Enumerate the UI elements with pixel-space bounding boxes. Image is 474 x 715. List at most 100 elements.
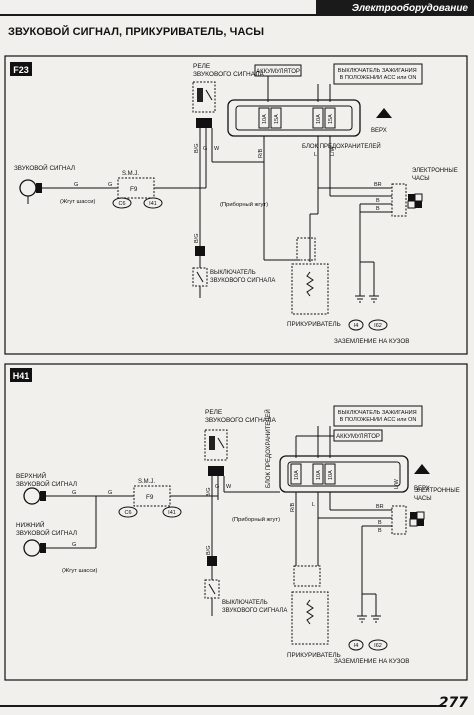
h41-upper-horn-body xyxy=(40,491,46,501)
h41-connector-i41: I41 xyxy=(168,510,176,516)
f23-code-horn-1: G xyxy=(74,182,78,188)
f23-chassis-harness: (Жгут шасси) xyxy=(60,199,95,205)
f23-connector-c6-shape xyxy=(112,197,132,209)
diagram-f23: F23 РЕЛЕ ЗВУКОВОГО СИГНАЛА АККУМУЛЯТОР В… xyxy=(4,55,468,355)
h41-switch-connector xyxy=(207,556,217,566)
h41-connector-i4: I4 xyxy=(354,643,359,649)
h41-relay-contact xyxy=(217,437,225,449)
h41-clock-pin-a xyxy=(410,512,417,519)
f23-connector-c6: C6 xyxy=(118,201,125,207)
h41-fuse-box xyxy=(279,455,409,493)
f23-switch-label-1: ВЫКЛЮЧАТЕЛЬ xyxy=(210,270,256,276)
f23-code-switch-bg: B/G xyxy=(194,234,200,243)
h41-upper-horn-label-2: ЗВУКОВОЙ СИГНАЛ xyxy=(16,479,77,488)
f23-battery-box xyxy=(254,64,302,77)
f23-frame xyxy=(4,55,468,355)
f23-dash-harness: (Приборный жгут) xyxy=(220,201,268,208)
f23-clock-label-1: ЭЛЕКТРОННЫЕ xyxy=(412,168,458,174)
h41-lower-horn-icon xyxy=(23,539,41,557)
h41-up-label: ВЕРХ xyxy=(414,486,430,492)
h41-code-g: G xyxy=(215,484,219,490)
h41-relay-box xyxy=(204,429,228,461)
f23-switch-contact xyxy=(196,271,204,283)
h41-ground-icon-1 xyxy=(357,615,367,623)
f23-relay-box xyxy=(192,81,216,113)
h41-lower-horn-label-1: НИЖНИЙ xyxy=(16,520,45,529)
diagram-h41: H41 РЕЛЕ ЗВУКОВОГО СИГНАЛА ВЫКЛЮЧАТЕЛЬ З… xyxy=(4,363,468,681)
h41-switch-contact xyxy=(208,583,216,595)
h41-horn-switch-label: ВЫКЛЮЧАТЕЛЬ ЗВУКОВОГО СИГНАЛА xyxy=(222,600,287,614)
f23-badge: F23 xyxy=(13,65,29,75)
page-title: ЗВУКОВОЙ СИГНАЛ, ПРИКУРИВАТЕЛЬ, ЧАСЫ xyxy=(8,26,265,38)
section-tab: Электрооборудование xyxy=(316,0,474,16)
f23-ignition-label-2: В ПОЛОЖЕНИИ ACC или ON xyxy=(340,75,417,81)
f23-connector-i62-shape xyxy=(368,319,388,331)
h41-ignition-label-2: В ПОЛОЖЕНИИ ACC или ON xyxy=(340,417,417,423)
h41-code-lw: L/W xyxy=(394,478,400,489)
f23-smj-label: S.M.J. xyxy=(122,171,139,177)
f23-lighter-connector xyxy=(296,237,316,261)
f23-fuse-f9: F9 xyxy=(130,186,138,193)
h41-upper-horn-label-1: ВЕРХНИЙ xyxy=(16,471,47,480)
h41-lower-horn-body xyxy=(40,543,46,553)
f23-fuse-cell xyxy=(312,107,324,129)
h41-relay-coil xyxy=(209,436,215,450)
f23-up-label: ВЕРХ xyxy=(371,128,387,134)
h41-upper-horn-label: ВЕРХНИЙ ЗВУКОВОЙ СИГНАЛ xyxy=(16,471,77,488)
f23-fuse-cell xyxy=(258,107,270,129)
footer-rule xyxy=(0,705,440,707)
h41-code-b1: B xyxy=(378,520,382,526)
h41-code-bg: B/G xyxy=(206,488,212,497)
f23-lighter-box xyxy=(291,263,329,315)
f23-fuse-rating: 15A xyxy=(274,114,280,124)
h41-fuse-rating: 10A xyxy=(328,470,334,480)
h41-clock-pin-d xyxy=(417,519,424,526)
h41-connector-c6-shape xyxy=(118,506,138,518)
h41-code-horn-2: G xyxy=(72,542,76,548)
h41-fuse-cell xyxy=(312,463,324,485)
h41-connector-i41-shape xyxy=(162,506,182,518)
f23-switch-connector xyxy=(195,246,205,256)
h41-lighter-connector xyxy=(293,565,321,587)
h41-code-horn-1: G xyxy=(72,490,76,496)
f23-fuse-box xyxy=(227,99,361,137)
h41-ignition-label: ВЫКЛЮЧАТЕЛЬ ЗАЖИГАНИЯ В ПОЛОЖЕНИИ ACC ил… xyxy=(338,410,419,423)
h41-lower-horn-label: НИЖНИЙ ЗВУКОВОЙ СИГНАЛ xyxy=(16,520,77,537)
h41-code-horn-3: G xyxy=(108,490,112,496)
f23-code-b2: B xyxy=(376,206,380,212)
f23-relay-label-2: ЗВУКОВОГО СИГНАЛА xyxy=(193,71,264,78)
f23-lighter-element xyxy=(306,271,314,297)
h41-connector-i62: I62 xyxy=(374,643,382,649)
h41-code-w: W xyxy=(226,484,232,490)
h41-connector-c6: C6 xyxy=(124,510,131,516)
f23-code-b1: B xyxy=(376,198,380,204)
h41-ignition-box xyxy=(333,405,423,427)
h41-ground-label: ЗАЗЕМЛЕНИЕ НА КУЗОВ xyxy=(334,658,409,665)
h41-code-l: L xyxy=(312,502,315,508)
h41-battery-label: АККУМУЛЯТОР xyxy=(336,434,380,440)
f23-fuse-cell xyxy=(324,107,336,129)
h41-lighter-label: ПРИКУРИВАТЕЛЬ xyxy=(287,652,341,659)
h41-dash-harness: (Приборный жгут) xyxy=(232,516,280,523)
h41-smj-label: S.M.J. xyxy=(138,479,155,485)
f23-relay-label: РЕЛЕ ЗВУКОВОГО СИГНАЛА xyxy=(193,63,264,78)
h41-frame xyxy=(4,363,468,681)
f23-lighter-label: ПРИКУРИВАТЕЛЬ xyxy=(287,321,341,328)
f23-clock-box xyxy=(391,183,407,217)
h41-switch-label-1: ВЫКЛЮЧАТЕЛЬ xyxy=(222,600,268,606)
header-rule xyxy=(0,14,316,16)
h41-code-b2: B xyxy=(378,528,382,534)
h41-fuse-rating: 10A xyxy=(316,470,322,480)
h41-code-switch-bg: B/G xyxy=(206,546,212,555)
f23-fuse-inner xyxy=(235,105,353,131)
f23-clock-label: ЭЛЕКТРОННЫЕ ЧАСЫ xyxy=(412,168,459,182)
h41-clock-box xyxy=(391,505,407,535)
f23-fuse-rating: 10A xyxy=(316,114,322,124)
f23-code-br: BR xyxy=(374,182,382,188)
f23-clock-label-2: ЧАСЫ xyxy=(412,176,430,182)
h41-lower-horn-label-2: ЗВУКОВОЙ СИГНАЛ xyxy=(16,528,77,537)
f23-code-bg: B/G xyxy=(194,144,200,153)
